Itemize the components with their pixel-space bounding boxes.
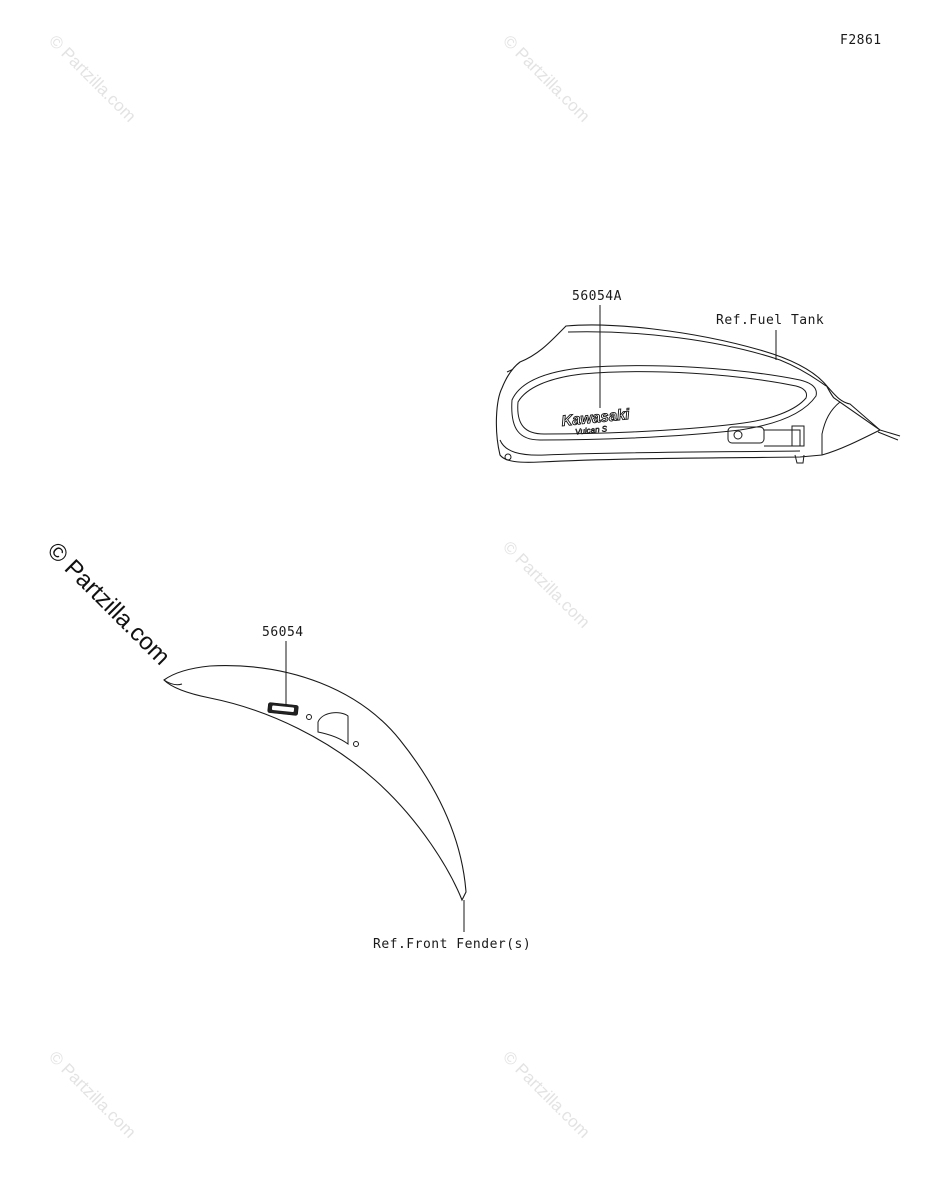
front-fender-reference: Ref.Front Fender(s) bbox=[373, 937, 531, 952]
fuel-tank-drawing: Kawasaki Vulcan S bbox=[495, 324, 901, 464]
front-fender-drawing bbox=[163, 665, 467, 902]
fender-decal-part-number: 56054 bbox=[262, 625, 304, 640]
tank-decal-part-number: 56054A bbox=[572, 289, 622, 304]
figure-code: F2861 bbox=[840, 33, 882, 48]
watermark-top-left: © Partzilla.com bbox=[45, 31, 139, 125]
watermark-mid-center: © Partzilla.com bbox=[499, 537, 593, 631]
fuel-tank-reference: Ref.Fuel Tank bbox=[716, 313, 824, 328]
watermark-bold: © Partzilla.com bbox=[42, 537, 175, 670]
watermark-bottom-left: © Partzilla.com bbox=[45, 1047, 139, 1141]
tank-decal-model: Vulcan S bbox=[575, 424, 608, 436]
watermark-top-center: © Partzilla.com bbox=[499, 31, 593, 125]
watermark-bottom-center: © Partzilla.com bbox=[499, 1047, 593, 1141]
